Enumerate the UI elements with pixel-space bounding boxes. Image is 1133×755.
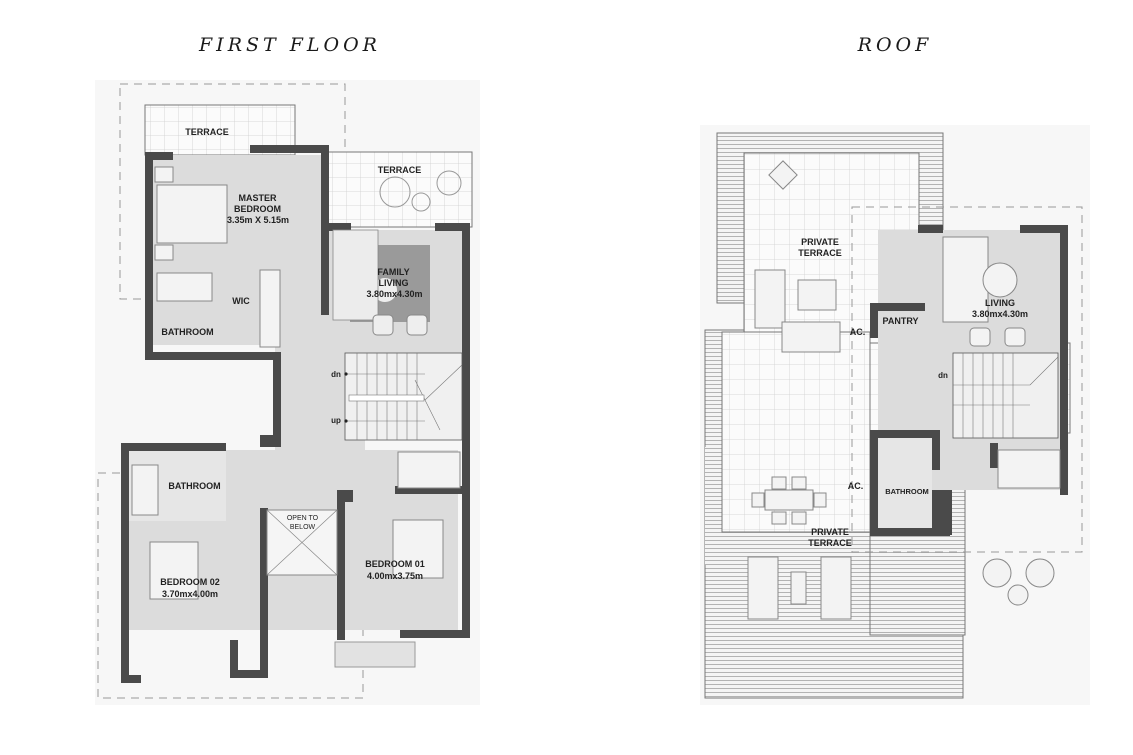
room-label-family-living: FAMILY LIVING — [377, 267, 410, 288]
room-label-bedroom-02: BEDROOM 02 — [160, 577, 220, 587]
room-label-living: LIVING — [984, 298, 1015, 308]
room-label-ac-2: AC. — [847, 481, 864, 491]
stair-up-label: up — [331, 416, 341, 425]
room-label-bathroom-master: BATHROOM — [161, 327, 214, 337]
room-label-wic: WIC — [232, 296, 250, 306]
room-label-terrace-2: TERRACE — [377, 165, 422, 175]
room-label-bedroom-01: BEDROOM 01 — [365, 559, 425, 569]
roof-title: ROOF — [857, 34, 933, 56]
first-floor-title: FIRST FLOOR — [199, 34, 381, 56]
room-label-private-terrace-2: PRIVATE TERRACE — [808, 527, 852, 548]
room-label-bathroom: BATHROOM — [885, 487, 929, 496]
room-label-open-to-below: OPEN TO BELOW — [286, 515, 319, 531]
first-floor-plan: TERRACE TERRACE MASTER BEDROOM 3.35m X 5… — [95, 80, 480, 705]
room-label-pantry: PANTRY — [882, 316, 919, 326]
room-label-ac-1: AC. — [849, 327, 866, 337]
room-size-master-bedroom: 3.35m X 5.15m — [226, 215, 290, 225]
stair-down-label: dn — [938, 371, 948, 380]
room-size-living: 3.80mx4.30m — [971, 309, 1029, 319]
room-label-master-bedroom: MASTER BEDROOM — [234, 193, 281, 214]
room-size-family-living: 3.80mx4.30m — [366, 289, 423, 299]
roof-drawing — [704, 132, 1083, 699]
room-label-private-terrace-1: PRIVATE TERRACE — [798, 237, 842, 258]
stair-down-label: dn — [331, 370, 341, 379]
room-label-bathroom: BATHROOM — [168, 481, 221, 491]
room-size-bedroom-01: 4.00mx3.75m — [366, 571, 424, 581]
first-floor-drawing — [97, 83, 473, 699]
roof-plan: PRIVATE TERRACE LIVING 3.80mx4.30m PANTR… — [700, 125, 1090, 705]
room-label-terrace-1: TERRACE — [185, 127, 229, 137]
room-size-bedroom-02: 3.70mx4.00m — [161, 589, 219, 599]
